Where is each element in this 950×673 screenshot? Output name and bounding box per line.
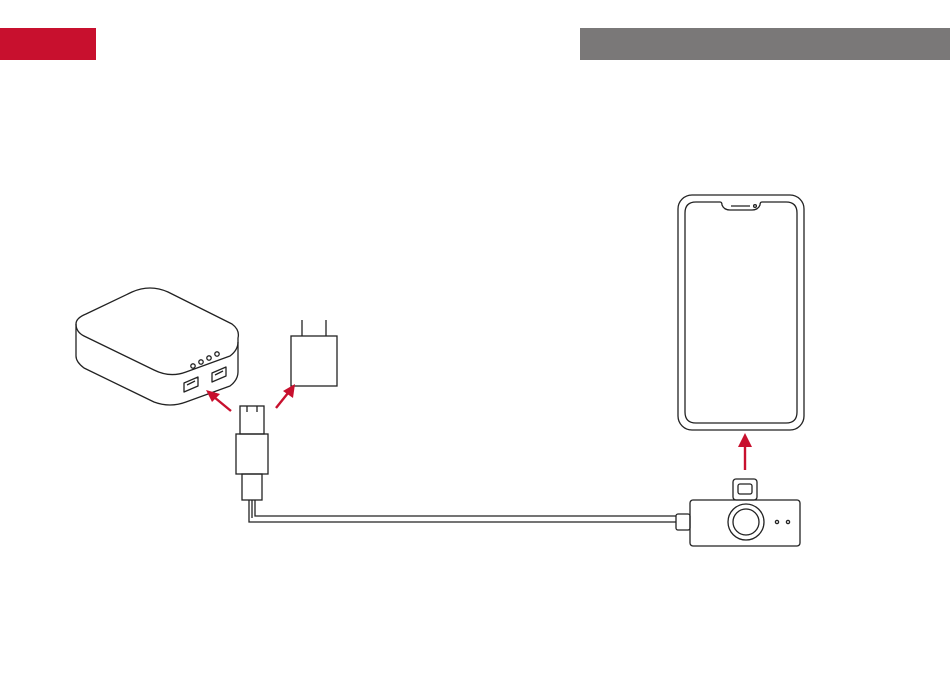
wall-adapter-icon (291, 320, 337, 386)
arrow-to-smartphone (738, 433, 752, 470)
smartphone-icon (678, 195, 804, 430)
usb-connector-icon (236, 406, 268, 518)
arrow-to-power-bank (206, 390, 231, 411)
power-bank-icon (76, 288, 238, 405)
arrow-to-wall-adapter (276, 384, 295, 408)
cable-line (249, 500, 676, 522)
usb-c-receiver-icon (676, 479, 800, 546)
